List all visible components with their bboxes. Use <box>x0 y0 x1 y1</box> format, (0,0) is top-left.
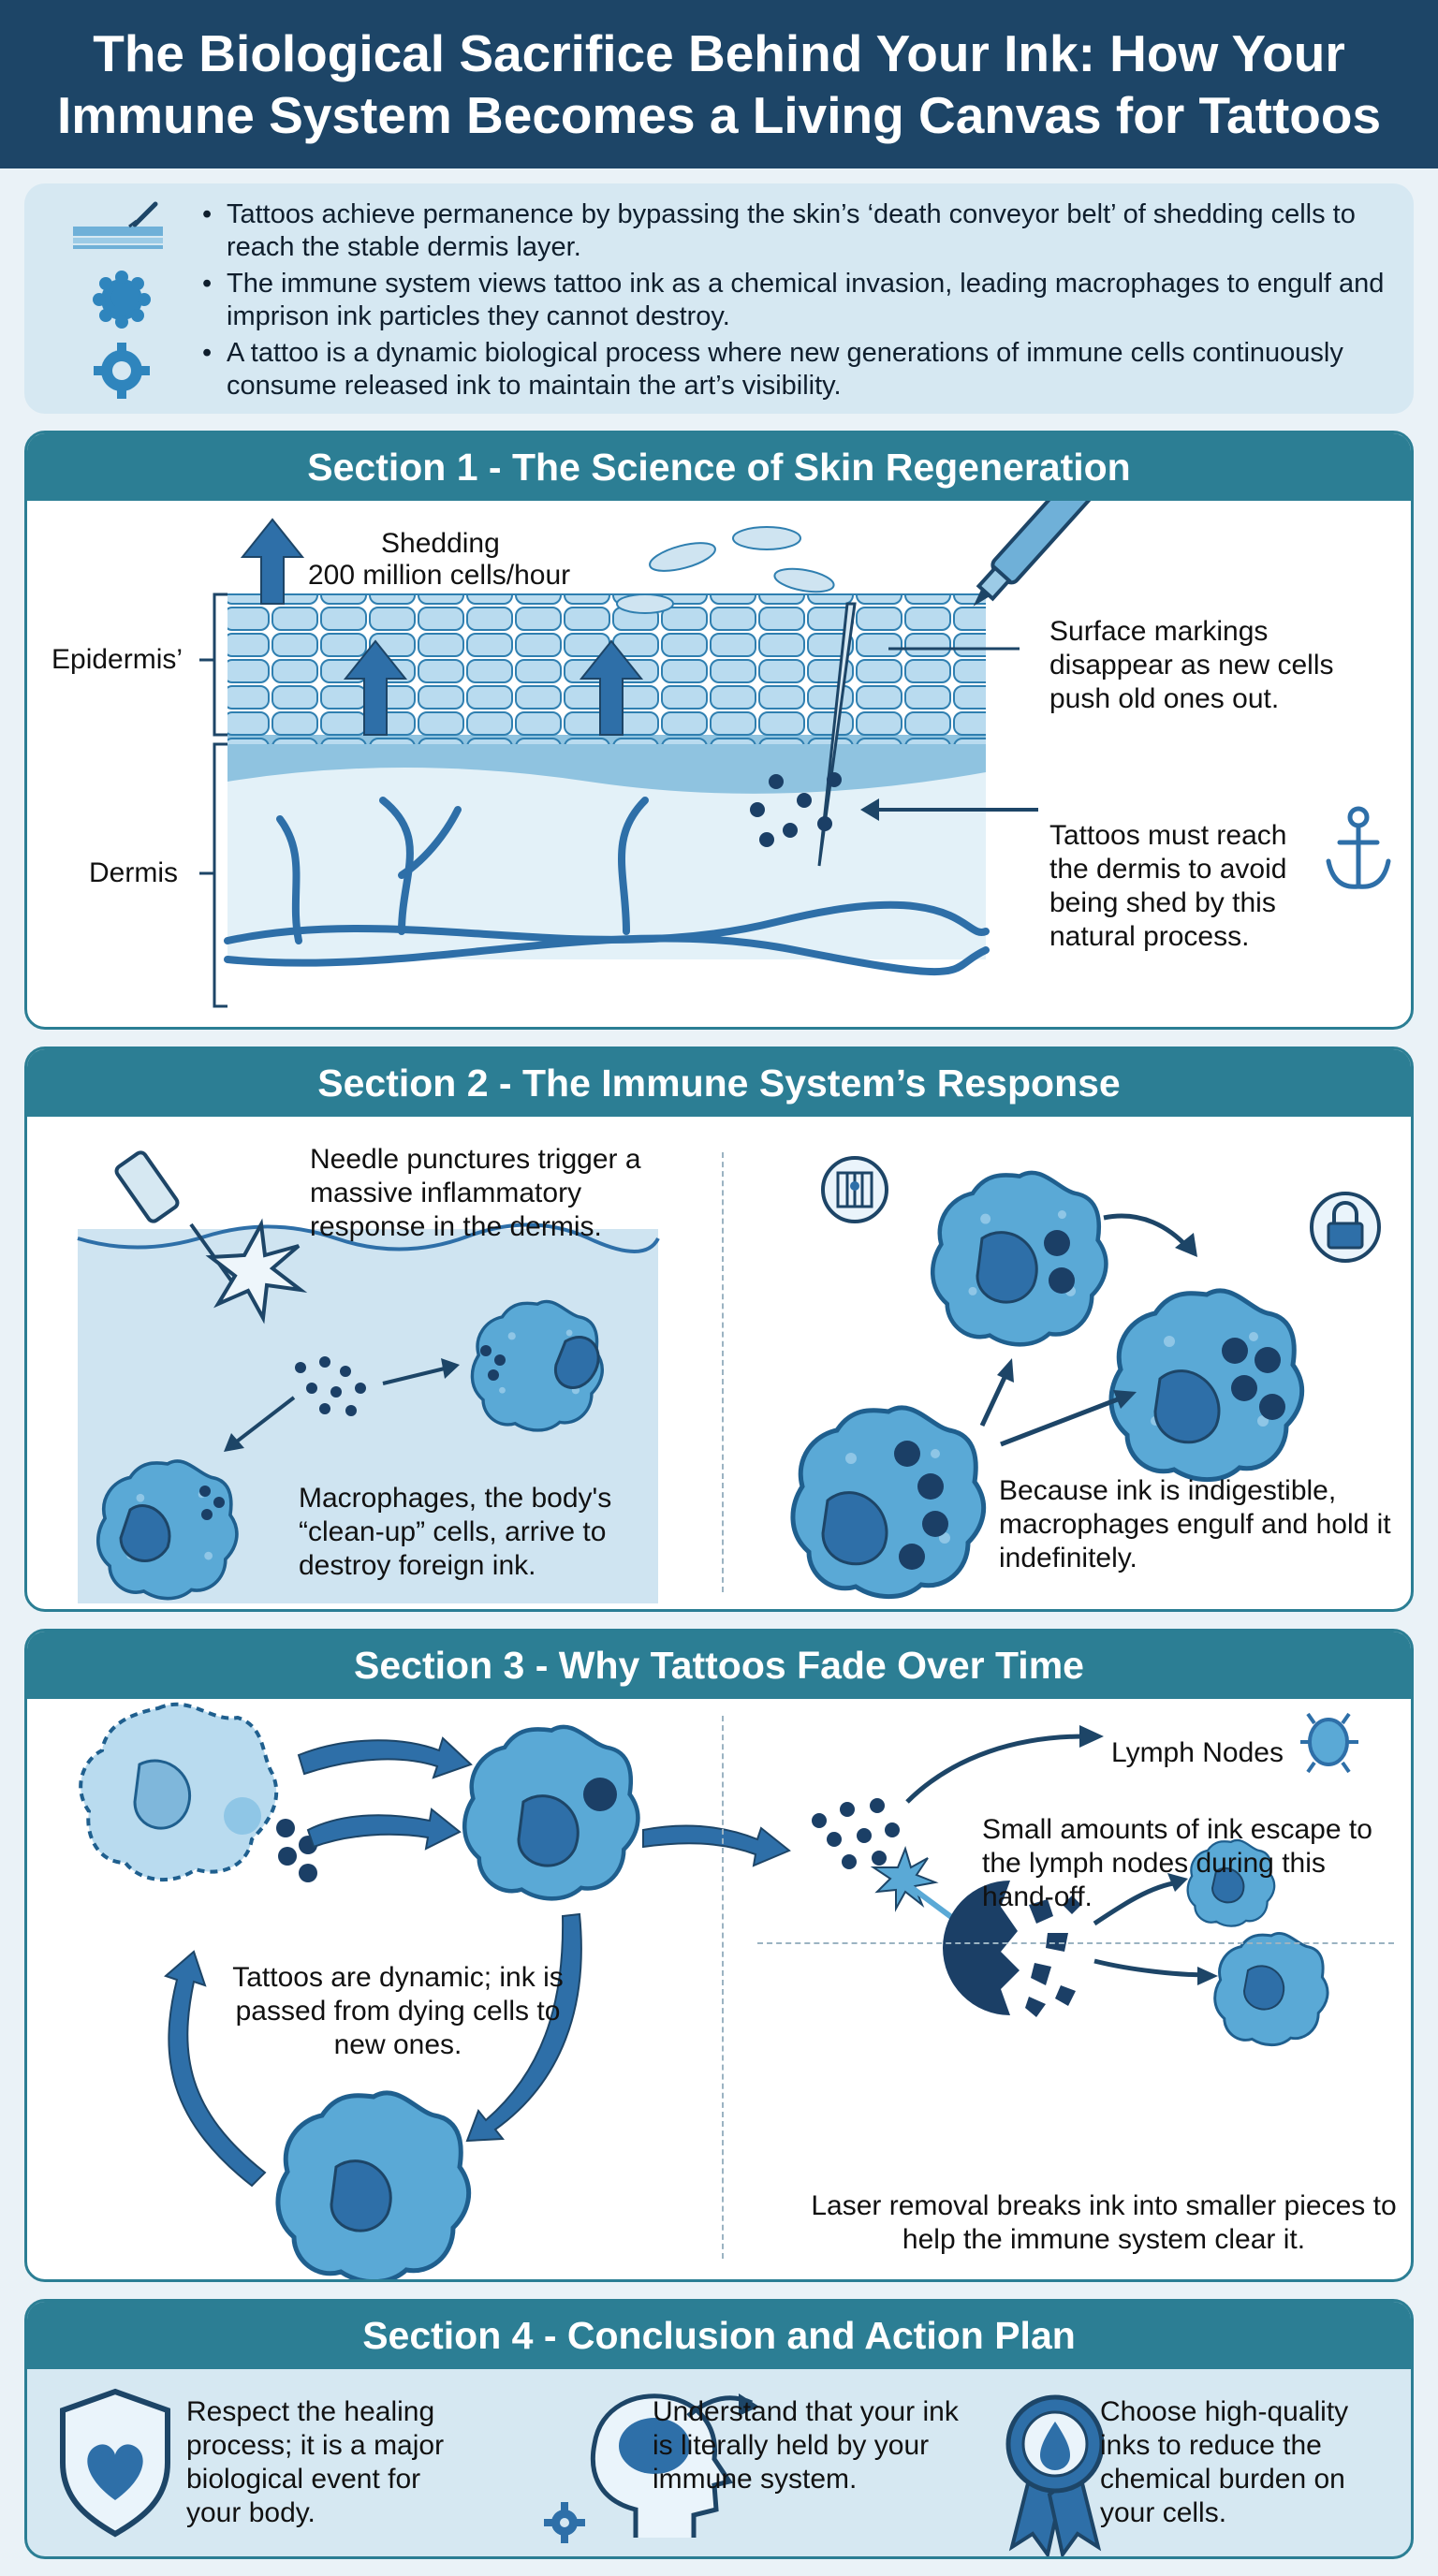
section-3: Section 3 - Why Tattoos Fade Over Time <box>24 1629 1414 2282</box>
dermis-note: Tattoos must reach the dermis to avoid b… <box>1049 820 1287 952</box>
epidermis-label: Epidermis’ <box>51 644 183 675</box>
marker-pen-icon <box>973 501 1105 607</box>
tattoo-fade-diagram <box>79 1702 1358 2282</box>
engulf-note: Because ink is indigestible, macrophages… <box>999 1475 1391 1573</box>
action-item-3: Choose high-quality inks to reduce the c… <box>1100 2396 1349 2528</box>
section-1-title: Section 1 - The Science of Skin Regenera… <box>27 433 1411 501</box>
page-header: The Biological Sacrifice Behind Your Ink… <box>0 0 1438 168</box>
summary-bullet: Tattoos achieve permanence by bypassing … <box>202 198 1391 264</box>
section-2-divider <box>722 1152 724 1592</box>
title-line-1: The Biological Sacrifice Behind Your Ink… <box>93 24 1345 82</box>
section-1: Section 1 - The Science of Skin Regenera… <box>24 431 1414 1030</box>
lymph-node-icon <box>1300 1712 1358 1774</box>
summary-panel: Tattoos achieve permanence by bypassing … <box>24 183 1414 414</box>
macrophage-note: Macrophages, the body's “clean-up” cells… <box>299 1483 612 1581</box>
shedding-label-1: Shedding <box>381 528 500 559</box>
prison-cell-icon <box>821 1156 888 1223</box>
skin-cross-section-diagram <box>199 501 1391 1008</box>
cycle-note: Tattoos are dynamic; ink is passed from … <box>232 1962 564 2060</box>
anchor-icon <box>1326 806 1391 889</box>
award-drop-icon <box>1005 2394 1105 2556</box>
surface-note: Surface markings disappear as new cells … <box>1049 616 1334 714</box>
puncture-burst <box>205 1218 308 1325</box>
brain-head-icon <box>544 2393 759 2543</box>
macrophage-gear-icon <box>93 271 151 329</box>
immune-response-diagram <box>77 1150 1381 1603</box>
shedding-label-2: 200 million cells/hour <box>308 560 571 591</box>
laser-note: Laser removal breaks ink into smaller pi… <box>811 2190 1397 2255</box>
summary-bullet: A tattoo is a dynamic biological process… <box>202 337 1391 402</box>
gear-icon <box>94 343 150 399</box>
skin-layer-pen-icon <box>73 201 163 249</box>
action-plan-icons <box>60 2388 1105 2556</box>
action-item-2: Understand that your ink is literally he… <box>653 2396 959 2495</box>
summary-bullet: The immune system views tattoo ink as a … <box>202 268 1391 333</box>
section-3-hdivider <box>757 1942 1394 1944</box>
section-2-title: Section 2 - The Immune System’s Response <box>27 1049 1411 1117</box>
section-3-title: Section 3 - Why Tattoos Fade Over Time <box>27 1632 1411 1699</box>
section-4: Section 4 - Conclusion and Action Plan R… <box>24 2299 1414 2559</box>
section-3-divider <box>722 1716 724 2259</box>
shield-heart-icon <box>60 2388 170 2538</box>
action-item-1: Respect the healing process; it is a maj… <box>186 2396 445 2528</box>
needle-note: Needle punctures trigger a massive infla… <box>310 1144 641 1242</box>
dermis-label: Dermis <box>89 857 178 888</box>
section-4-title: Section 4 - Conclusion and Action Plan <box>27 2302 1411 2369</box>
title-line-2: Immune System Becomes a Living Canvas fo… <box>56 86 1382 144</box>
section-2: Section 2 - The Immune System’s Response <box>24 1046 1414 1612</box>
lymph-label: Lymph Nodes <box>1111 1737 1284 1768</box>
lymph-note: Small amounts of ink escape to the lymph… <box>982 1814 1372 1912</box>
lock-icon <box>1310 1192 1381 1263</box>
